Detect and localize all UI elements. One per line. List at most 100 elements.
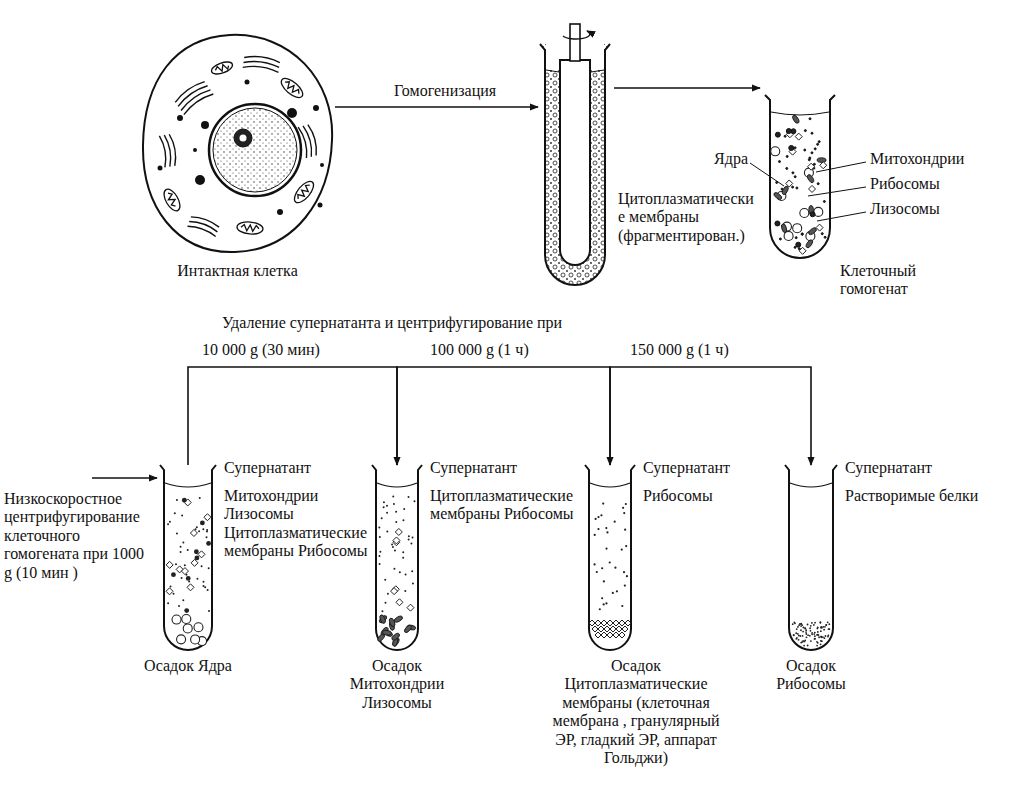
particle bbox=[817, 183, 819, 185]
particle bbox=[821, 627, 823, 629]
nucleus-mark bbox=[177, 635, 186, 644]
particle bbox=[786, 167, 788, 169]
particle bbox=[597, 516, 599, 518]
mitochondrion-mark bbox=[817, 158, 826, 163]
lysosome-mark bbox=[204, 514, 211, 521]
particle bbox=[825, 635, 827, 637]
particle bbox=[816, 634, 818, 636]
particle bbox=[593, 563, 595, 565]
tube-outline bbox=[372, 465, 422, 650]
supernatant-label: Супернатант bbox=[430, 459, 578, 477]
lysosome-mark bbox=[816, 224, 823, 231]
particle bbox=[399, 571, 401, 573]
particle bbox=[621, 605, 623, 607]
particle bbox=[828, 628, 830, 630]
particle bbox=[624, 584, 626, 586]
particle bbox=[199, 497, 201, 499]
particle bbox=[803, 645, 805, 647]
particle bbox=[595, 518, 597, 520]
particle bbox=[182, 599, 184, 601]
particle bbox=[817, 631, 819, 633]
particle bbox=[206, 531, 208, 533]
particle bbox=[800, 625, 802, 627]
particle bbox=[813, 163, 815, 165]
particle bbox=[797, 626, 799, 628]
test-tube: СупернатантРибосомыОсадок Цитоплазматиче… bbox=[585, 465, 635, 650]
homogenizer-illustration bbox=[540, 24, 610, 285]
membrane-mark bbox=[601, 632, 607, 638]
membrane-mark bbox=[598, 626, 604, 632]
particle bbox=[814, 635, 816, 637]
particle bbox=[809, 157, 811, 159]
particle bbox=[799, 635, 801, 637]
particle bbox=[820, 621, 822, 623]
mitochondrion-mark bbox=[781, 223, 788, 233]
particle bbox=[198, 530, 200, 532]
particle bbox=[817, 143, 819, 145]
part-label: Лизосомы bbox=[870, 200, 1000, 218]
particle bbox=[802, 640, 804, 642]
particle bbox=[402, 519, 404, 521]
particle bbox=[614, 521, 616, 523]
particle bbox=[601, 567, 603, 569]
particle bbox=[402, 557, 404, 559]
mitochondrion-mark bbox=[791, 114, 800, 124]
particle bbox=[827, 621, 829, 623]
membrane-mark bbox=[610, 626, 616, 632]
particle bbox=[208, 610, 210, 612]
particle bbox=[809, 627, 811, 629]
test-tube: СупернатантМитохондрии Лизосомы Цитоплаз… bbox=[160, 465, 216, 650]
particle bbox=[395, 511, 397, 513]
lysosome-mark bbox=[820, 162, 827, 169]
tube-outline bbox=[160, 465, 216, 650]
particle bbox=[408, 535, 410, 537]
supernatant-contents: Цитоплазматические мембраны Рибосомы bbox=[430, 487, 578, 524]
edge-label: Гомогенизация bbox=[392, 82, 498, 100]
particle bbox=[800, 623, 802, 625]
feed-arrow bbox=[92, 477, 157, 479]
edge-label: 10 000 g (30 мин) bbox=[200, 341, 322, 359]
particle bbox=[823, 201, 825, 203]
particle bbox=[381, 610, 383, 612]
particle bbox=[392, 496, 394, 498]
tube-2 bbox=[372, 465, 422, 650]
lysosome-mark bbox=[190, 529, 197, 536]
particle bbox=[379, 536, 381, 538]
particle bbox=[809, 635, 811, 637]
particle bbox=[801, 233, 803, 235]
particle bbox=[196, 526, 198, 528]
particle bbox=[623, 512, 625, 514]
particle bbox=[173, 593, 175, 595]
particle bbox=[386, 531, 388, 533]
lysosome-mark bbox=[166, 588, 173, 595]
supernatant-contents: Рибосомы bbox=[643, 487, 775, 505]
particle bbox=[775, 221, 780, 226]
particle bbox=[195, 556, 200, 561]
membrane-mark bbox=[616, 626, 622, 632]
supernatant-contents: Растворимые белки bbox=[845, 487, 1005, 505]
lysosome-mark bbox=[795, 133, 802, 140]
particle bbox=[828, 623, 830, 625]
part-label: Митохондрии bbox=[870, 150, 1000, 168]
particle bbox=[194, 549, 199, 554]
particle bbox=[820, 626, 822, 628]
particle bbox=[384, 579, 386, 581]
particle bbox=[184, 608, 189, 613]
particle bbox=[594, 534, 596, 536]
particle bbox=[811, 622, 813, 624]
particle bbox=[820, 630, 822, 632]
particle bbox=[413, 500, 415, 502]
lysosome-mark bbox=[808, 163, 815, 170]
particle bbox=[614, 567, 616, 569]
step-note: Низкоскоростное центрифугирование клеточ… bbox=[4, 490, 154, 582]
particle bbox=[202, 581, 204, 583]
lysosome-mark bbox=[198, 551, 205, 558]
particle bbox=[384, 602, 386, 604]
nucleus-mark bbox=[182, 615, 191, 624]
contents-note: Цитоплазматические мембраны (фрагментиро… bbox=[618, 190, 760, 245]
particle bbox=[794, 176, 796, 178]
particle bbox=[403, 508, 405, 510]
membrane-mark bbox=[607, 620, 613, 626]
liquid-surface bbox=[590, 483, 630, 487]
